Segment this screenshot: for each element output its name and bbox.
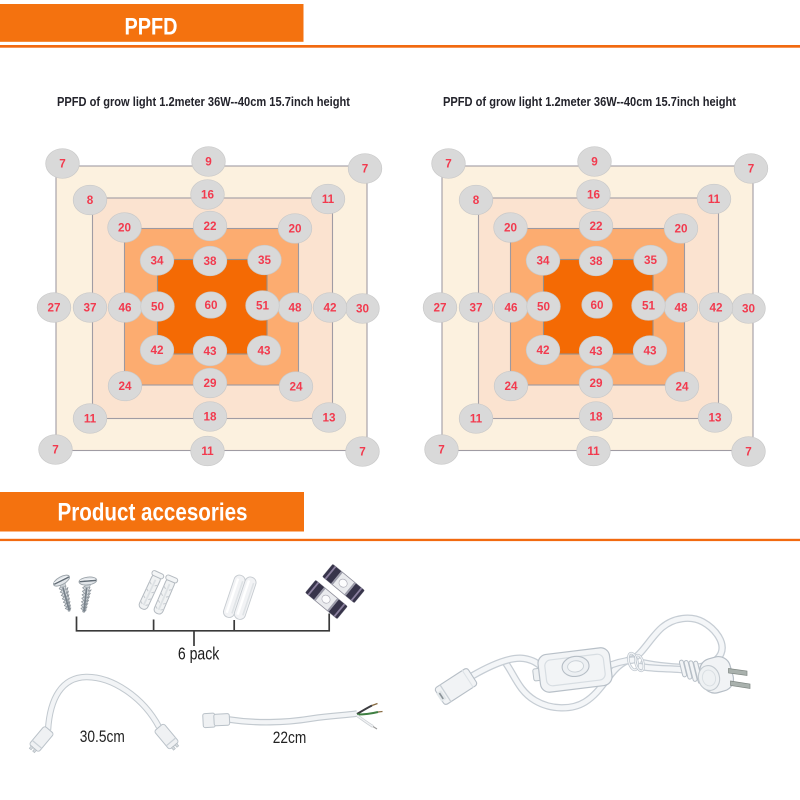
svg-text:30.5cm: 30.5cm xyxy=(80,727,125,746)
svg-text:6 pack: 6 pack xyxy=(178,644,220,664)
svg-text:22cm: 22cm xyxy=(273,728,307,747)
svg-text:PPFD: PPFD xyxy=(125,13,178,40)
svg-text:Product accesories: Product accesories xyxy=(58,499,248,526)
